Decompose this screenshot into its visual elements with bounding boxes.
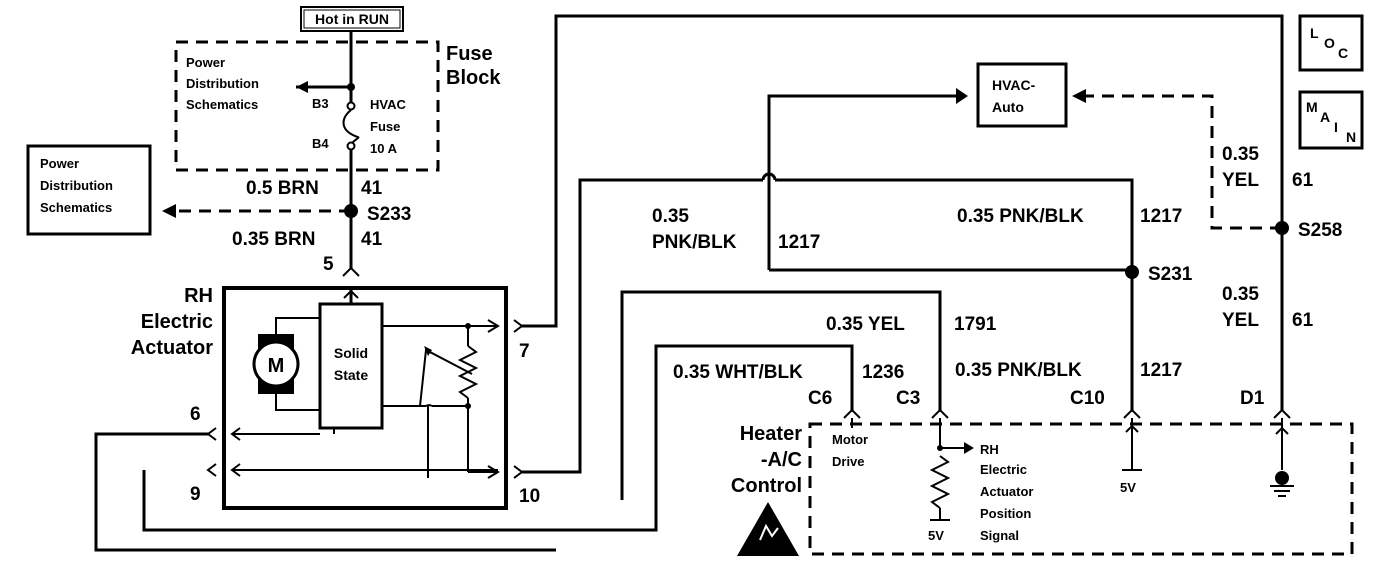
arrow-right-icon [964, 442, 974, 454]
rh-signal-line1: RH [980, 442, 999, 457]
potentiometer-icon [382, 319, 500, 479]
wire-label-whtblk: 0.35 WHT/BLK [673, 362, 803, 383]
loc-letter-c: C [1338, 45, 1348, 61]
fuse-pds-line3: Schematics [186, 97, 258, 112]
connector-pin5-icon [342, 266, 360, 277]
pds-line1: Power [40, 156, 79, 171]
motor-label: M [268, 355, 285, 377]
control-title-2: -A/C [761, 449, 802, 471]
main-letter-n: N [1346, 129, 1356, 145]
arrow-left-icon [296, 81, 308, 93]
rh-electric-actuator: RH Electric Actuator Solid State M [131, 285, 540, 510]
fuse-wiring [162, 31, 360, 277]
pds-line2: Distribution [40, 178, 113, 193]
control-title-3: Control [731, 475, 802, 497]
arrow-right-icon [956, 88, 968, 104]
esd-warning-icon [737, 502, 799, 556]
loc-letter-o: O [1324, 35, 1335, 51]
circuit-1217-top: 1217 [1140, 206, 1182, 227]
control-title-1: Heater [740, 423, 802, 445]
pnkblk-bottom: 0.35 PNK/BLK [955, 360, 1082, 381]
hvac-auto-line1: HVAC- [992, 77, 1036, 93]
fuse-name-line2: Fuse [370, 119, 400, 134]
splice-label-s231: S231 [1148, 264, 1193, 285]
hot-in-run-text: Hot in RUN [315, 11, 389, 27]
solid-state-line2: State [334, 367, 368, 383]
wire-label-brn-050: 0.5 BRN [246, 178, 319, 199]
pin-7-label: 7 [519, 341, 530, 362]
pin-9-label: 9 [190, 484, 201, 505]
rh-signal-line3: Actuator [980, 484, 1033, 499]
yel-bot-line1: 0.35 [1222, 284, 1259, 305]
yel-top-line1: 0.35 [1222, 144, 1259, 165]
fuse-b4-label: B4 [312, 136, 329, 151]
fuse-pds-line1: Power [186, 55, 225, 70]
circuit-1217-bottom: 1217 [1140, 360, 1182, 381]
pin-c10: C10 [1070, 388, 1105, 409]
main-letter-m: M [1306, 99, 1318, 115]
arrow-left-icon [1072, 89, 1086, 103]
rh-signal-line4: Position [980, 506, 1031, 521]
pnkblk-left-line2: PNK/BLK [652, 232, 737, 253]
pin-c6: C6 [808, 388, 832, 409]
circuit-1236: 1236 [862, 362, 904, 383]
main-letter-i: I [1334, 119, 1338, 135]
yel-bot-line2: YEL [1222, 310, 1259, 331]
hot-in-run-label: Hot in RUN [300, 6, 404, 32]
motor-drive-line2: Drive [832, 454, 865, 469]
splice-s258 [1275, 221, 1289, 235]
heater-ac-control: Heater -A/C Control C6 C3 C10 D1 Motor D… [731, 388, 1354, 556]
pds-line3: Schematics [40, 200, 112, 215]
splice-label-s233: S233 [367, 204, 411, 225]
loc-letter-l: L [1310, 25, 1319, 41]
loc-icon[interactable]: L O C [1298, 14, 1364, 72]
voltage-5v-b: 5V [1120, 480, 1136, 495]
fuse-block-title-1: Fuse [446, 43, 493, 65]
pin-6-label: 6 [190, 404, 201, 425]
voltage-5v-a: 5V [928, 528, 944, 543]
yel-top-line2: YEL [1222, 170, 1259, 191]
wire-label-yel-1791: 0.35 YEL [826, 314, 905, 335]
power-distribution-box: Power Distribution Schematics [26, 144, 152, 236]
motor-drive-line1: Motor [832, 432, 868, 447]
rh-signal-line2: Electric [980, 462, 1027, 477]
circuit-1217-left: 1217 [778, 232, 820, 253]
pnkblk-left-line1: 0.35 [652, 206, 689, 227]
external-wiring [94, 14, 1291, 552]
resistor-icon [929, 455, 951, 509]
fuse-icon [342, 109, 360, 145]
circuit-61-top: 61 [1292, 170, 1314, 191]
splice-s231 [1125, 265, 1139, 279]
circuit-41b: 41 [361, 229, 383, 250]
circuit-41a: 41 [361, 178, 383, 199]
pin-d1: D1 [1240, 388, 1265, 409]
fuse-name-line1: HVAC [370, 97, 406, 112]
splice-label-s258: S258 [1298, 220, 1342, 241]
actuator-title-3: Actuator [131, 337, 213, 359]
pin-c3: C3 [896, 388, 920, 409]
main-letter-a: A [1320, 109, 1330, 125]
main-icon[interactable]: M A I N [1298, 90, 1364, 150]
fuse-block: Fuse Block Power Distribution Schematics… [174, 40, 501, 172]
hvac-auto-box: HVAC- Auto [976, 62, 1068, 128]
actuator-title-1: RH [184, 285, 213, 307]
solid-state-line1: Solid [334, 345, 368, 361]
pin-5-label: 5 [323, 254, 334, 275]
circuit-61-bot: 61 [1292, 310, 1314, 331]
fuse-pds-line2: Distribution [186, 76, 259, 91]
actuator-title-2: Electric [141, 311, 213, 333]
fuse-block-title-2: Block [446, 67, 501, 89]
rh-signal-line5: Signal [980, 528, 1019, 543]
fuse-b3-label: B3 [312, 96, 329, 111]
motor-icon: M [252, 317, 320, 411]
arrow-left-icon [162, 204, 176, 218]
fuse-name-line3: 10 A [370, 141, 398, 156]
pin-10-label: 10 [519, 486, 540, 507]
circuit-1791: 1791 [954, 314, 997, 335]
wire-label-brn-035: 0.35 BRN [232, 229, 315, 250]
pnkblk-top: 0.35 PNK/BLK [957, 206, 1084, 227]
ground-icon [1270, 485, 1294, 497]
hvac-auto-line2: Auto [992, 99, 1024, 115]
